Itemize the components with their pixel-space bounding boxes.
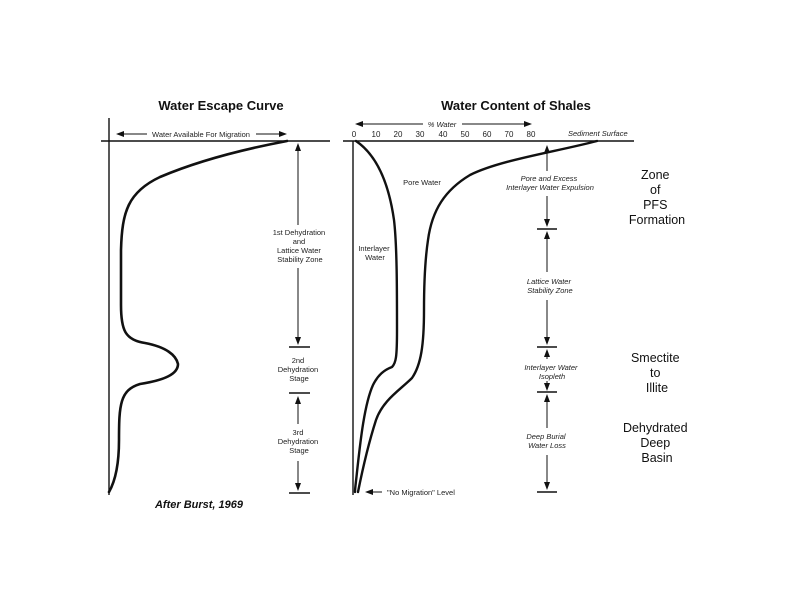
zone3-arrowhead-down <box>544 383 550 391</box>
zone2-label: Lattice Water Stability Zone <box>527 277 573 295</box>
stage3-arrowhead-up <box>295 396 301 404</box>
stage1-label: 1st Dehydration and Lattice Water Stabil… <box>273 228 328 264</box>
pore-water-label: Pore Water <box>403 178 441 187</box>
stage2-label: 2nd Dehydration Stage <box>278 356 321 383</box>
tick-label: 60 <box>483 130 492 139</box>
migration-arrowhead-left <box>116 131 124 137</box>
zone2-arrowhead-down <box>544 337 550 345</box>
migration-arrowhead-right <box>279 131 287 137</box>
zone4-arrowhead-down <box>544 482 550 490</box>
tick-label: 50 <box>461 130 470 139</box>
right-panel-title: Water Content of Shales <box>441 98 591 113</box>
percent-water-arrowhead-right <box>524 121 532 127</box>
zone1-label: Pore and Excess Interlayer Water Expulsi… <box>506 174 594 192</box>
zone4-label: Deep Burial Water Loss <box>526 432 567 450</box>
water-escape-curve-panel: Water Available For Migration 1st Dehydr… <box>101 118 330 511</box>
stage1-arrowhead-down <box>295 337 301 345</box>
migration-label: Water Available For Migration <box>152 130 250 139</box>
tick-label: 80 <box>527 130 536 139</box>
interlayer-water-label: Interlayer Water <box>358 244 391 262</box>
sediment-surface-label: Sediment Surface <box>568 129 628 138</box>
no-migration-label: "No Migration" Level <box>387 488 455 497</box>
no-migration-arrowhead <box>365 489 373 495</box>
tick-label: 70 <box>505 130 514 139</box>
stage3-label: 3rd Dehydration Stage <box>278 428 321 455</box>
tick-label: 40 <box>439 130 448 139</box>
side-labels: Zone of PFS Formation Smectite to Illite… <box>623 168 691 465</box>
interlayer-water-curve <box>353 139 399 494</box>
zone2-arrowhead-up <box>544 231 550 239</box>
side-label-pfs: Zone of PFS Formation <box>629 168 685 227</box>
tick-label: 0 <box>352 130 357 139</box>
zone3-arrowhead-up <box>544 349 550 357</box>
tick-label: 30 <box>416 130 425 139</box>
stage3-arrowhead-down <box>295 483 301 491</box>
tick-label: 10 <box>372 130 381 139</box>
percent-water-arrowhead-left <box>355 121 363 127</box>
side-label-deep-basin: Dehydrated Deep Basin <box>623 421 691 465</box>
zone4-arrowhead-up <box>544 394 550 402</box>
percent-water-label: % Water <box>428 120 457 129</box>
tick-label: 20 <box>394 130 403 139</box>
percent-ticks: 0 10 20 30 40 50 60 70 80 <box>352 130 536 139</box>
stage1-arrowhead-up <box>295 143 301 151</box>
zone3-label: Interlayer Water Isopleth <box>524 363 579 381</box>
water-escape-curve <box>107 139 289 494</box>
zone1-arrowhead-down <box>544 219 550 227</box>
left-panel-title: Water Escape Curve <box>158 98 283 113</box>
credit-text: After Burst, 1969 <box>154 499 244 511</box>
pore-water-curve <box>356 139 599 494</box>
side-label-smectite: Smectite to Illite <box>631 351 683 395</box>
water-content-panel: % Water 0 10 20 30 40 50 60 70 80 Sedime… <box>343 120 634 497</box>
zone1-arrowhead-up <box>544 145 550 153</box>
